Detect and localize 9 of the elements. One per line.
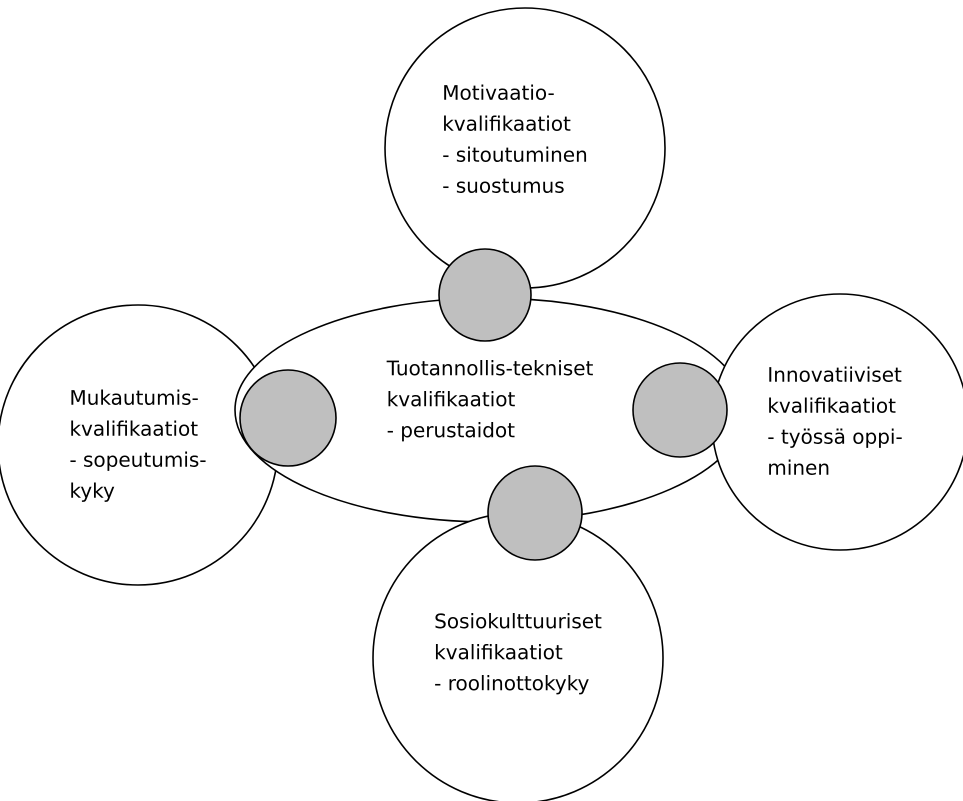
node-label: kvalifikaatiot (436, 644, 562, 660)
node-label: - työssä oppi- (768, 428, 902, 448)
node-label: minen (769, 460, 828, 475)
node-label: Sosiokulttuuriset (435, 613, 602, 628)
node-label: - roolinottokyky (435, 675, 589, 694)
node-label: kvalifikaatiot (769, 398, 896, 413)
connector-circle (438, 248, 532, 342)
connector-circle (487, 465, 583, 561)
node-label: Innovatiiviset (769, 366, 902, 382)
